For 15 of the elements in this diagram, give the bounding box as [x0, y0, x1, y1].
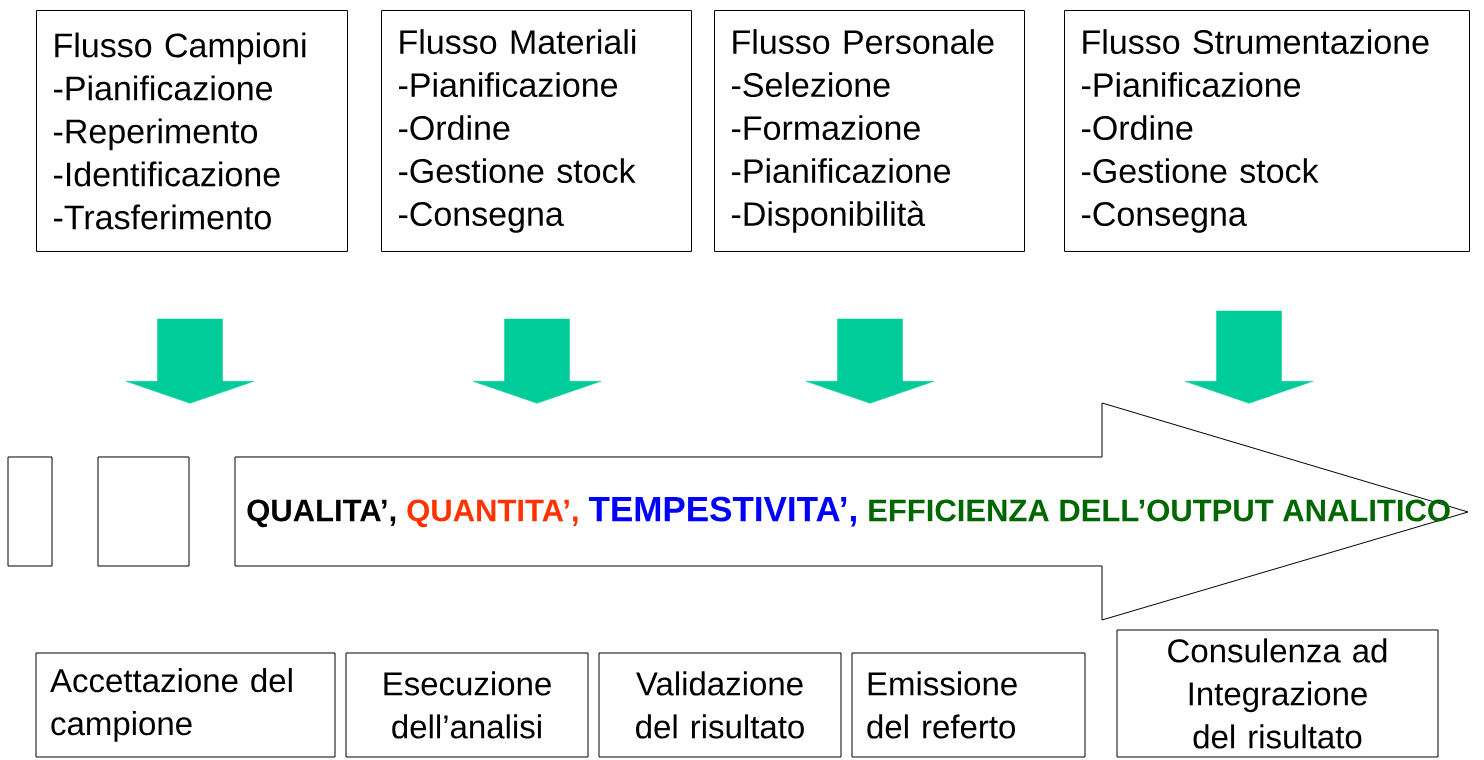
empty-box	[7, 456, 53, 567]
text-box: Flusso Materiali -Pianificazione -Ordine -Gestione stock -Consegna	[381, 10, 692, 252]
empty-box	[97, 456, 190, 567]
process-box: Esecuzione dell’analisi	[345, 652, 589, 758]
process-box: Emissione del referto	[851, 652, 1086, 758]
process-box: Consulenza ad Integrazione del risultato	[1116, 629, 1439, 758]
process-box: Validazione del risultato	[598, 652, 842, 758]
text-box: Flusso Strumentazione -Pianificazione -Ordine -Gestione stock -Consegna	[1064, 10, 1470, 252]
block-arrow-down	[805, 318, 935, 404]
text-box: Flusso Personale -Selezione -Formazione -Pianificazione -Disponibilità	[714, 10, 1025, 252]
block-arrow-down	[1184, 310, 1314, 404]
process-box: Accettazione del campione	[35, 652, 336, 758]
block-arrow-down	[472, 318, 602, 404]
block-arrow-down	[125, 318, 255, 404]
text-box: Flusso Campioni -Pianificazione -Reperimento -Identificazione -Trasferimento	[36, 10, 348, 252]
